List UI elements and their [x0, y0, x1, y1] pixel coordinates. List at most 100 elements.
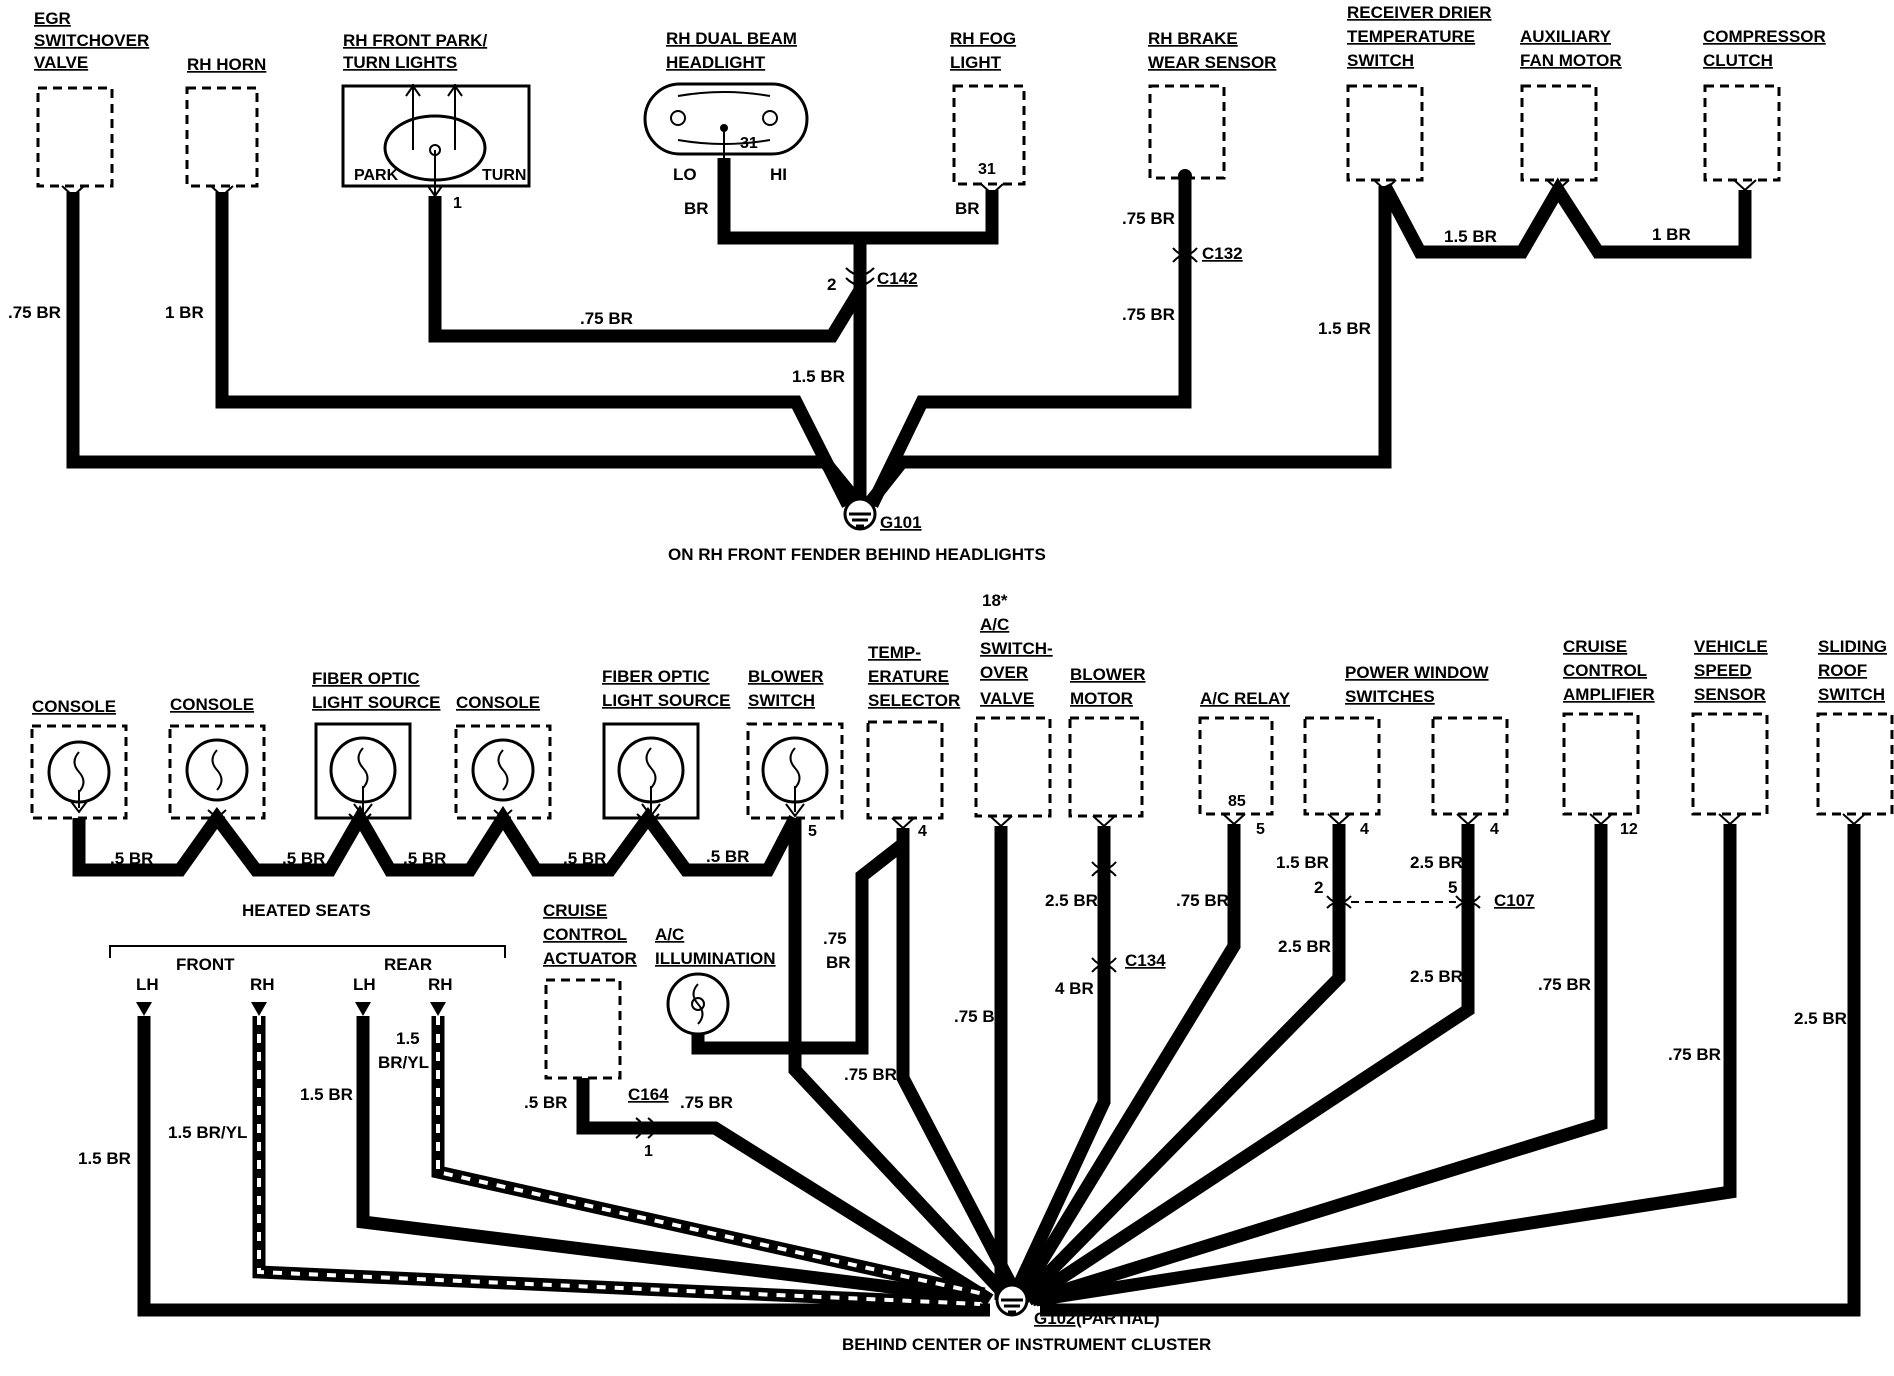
svg-text:SWITCH: SWITCH — [1818, 685, 1885, 704]
svg-text:RH FRONT PARK/: RH FRONT PARK/ — [343, 31, 487, 50]
power-window-switches-label: POWER WINDOW SWITCHES — [1345, 663, 1489, 706]
svg-text:TURN LIGHTS: TURN LIGHTS — [343, 53, 457, 72]
svg-text:ACTUATOR: ACTUATOR — [543, 949, 637, 968]
cruise-amp-wire-label: .75 BR — [1538, 975, 1591, 994]
console2-label: CONSOLE — [170, 695, 254, 714]
g102-location: BEHIND CENTER OF INSTRUMENT CLUSTER — [842, 1335, 1211, 1354]
c107-pin-right: 5 — [1448, 878, 1457, 897]
svg-text:AMPLIFIER: AMPLIFIER — [1563, 685, 1655, 704]
temp-pin: 4 — [918, 823, 927, 840]
cruise-control-amplifier-box — [1562, 712, 1640, 816]
c142-pin: 2 — [827, 275, 836, 294]
headlight-hi-label: HI — [770, 165, 787, 184]
c134-connector — [1091, 861, 1117, 973]
c164-connector — [635, 1117, 656, 1139]
svg-text:VALVE: VALVE — [980, 689, 1034, 708]
compressor-clutch-label: COMPRESSOR CLUTCH — [1703, 27, 1826, 70]
receiver-drier-temperature-switch-label: RECEIVER DRIER TEMPERATURE SWITCH — [1347, 3, 1492, 70]
svg-text:ILLUMINATION: ILLUMINATION — [655, 949, 776, 968]
svg-text:POWER WINDOW: POWER WINDOW — [1345, 663, 1489, 682]
egr-wire-label: .75 BR — [8, 303, 61, 322]
rh-front-park-turn-lights-box — [341, 84, 531, 198]
temperature-selector-label: TEMP- ERATURE SELECTOR — [868, 643, 960, 710]
svg-text:VEHICLE: VEHICLE — [1694, 637, 1768, 656]
svg-text:SLIDING: SLIDING — [1818, 637, 1887, 656]
c134-label: C134 — [1125, 951, 1166, 970]
power-window-switch-1-box — [1303, 716, 1381, 816]
c164-pin: 1 — [644, 1143, 653, 1160]
heated-seats-front-label: FRONT — [176, 955, 235, 974]
rh-horn-label: RH HORN — [187, 55, 266, 74]
blower-switch-pin: 5 — [808, 823, 817, 840]
top-pin-marks — [61, 169, 1757, 198]
ac-switchover-note: 18* — [982, 591, 1008, 610]
svg-text:RH BRAKE: RH BRAKE — [1148, 29, 1238, 48]
park-pin: 1 — [453, 195, 462, 212]
blower-lower-wire-label: 4 BR — [1055, 979, 1094, 998]
blower-motor-label: BLOWER MOTOR — [1070, 665, 1146, 708]
seat-front-lh-label: LH — [136, 975, 159, 994]
cruise-control-amplifier-label: CRUISE CONTROL AMPLIFIER — [1563, 637, 1655, 704]
ac-switch-wire-label: .75 BR — [954, 1007, 1007, 1026]
svg-text:CONTROL: CONTROL — [543, 925, 627, 944]
g102-suffix: (PARTIAL) — [1076, 1309, 1160, 1328]
svg-text:CRUISE: CRUISE — [1563, 637, 1627, 656]
seat-front-rh-wire-label: 1.5 BR/YL — [168, 1123, 247, 1142]
svg-text:RH FOG: RH FOG — [950, 29, 1016, 48]
power-window-switch-2-box — [1431, 716, 1509, 816]
rh-fog-light-box — [952, 84, 1026, 186]
svg-text:BLOWER: BLOWER — [1070, 665, 1146, 684]
heated-seats-bracket — [109, 945, 506, 958]
svg-text:RECEIVER DRIER: RECEIVER DRIER — [1347, 3, 1492, 22]
c142-label: C142 — [877, 269, 918, 288]
console1-label: CONSOLE — [32, 697, 116, 716]
vehicle-speed-sensor-label: VEHICLE SPEED SENSOR — [1694, 637, 1768, 704]
headlight-pin: 31 — [740, 135, 758, 152]
pw2-upper-wire-label: 2.5 BR — [1410, 853, 1463, 872]
c132-connector — [1172, 247, 1198, 263]
g102-label: G102 — [1034, 1309, 1076, 1328]
svg-text:A/C: A/C — [655, 925, 684, 944]
console-link-4-label: .5 BR — [563, 849, 606, 868]
svg-text:SWITCH-: SWITCH- — [980, 639, 1053, 658]
g101-ground-symbol — [843, 497, 877, 531]
svg-text:FAN MOTOR: FAN MOTOR — [1520, 51, 1622, 70]
pw2-lower-wire-label: 2.5 BR — [1410, 967, 1463, 986]
vss-wire-label: .75 BR — [1668, 1045, 1721, 1064]
c107-connector — [1326, 895, 1481, 909]
seat-rear-rh-wire-label-b: BR/YL — [378, 1053, 429, 1072]
pw1-pin: 4 — [1360, 821, 1369, 838]
auxiliary-fan-motor-label: AUXILIARY FAN MOTOR — [1520, 27, 1622, 70]
cruise-amp-pin: 12 — [1620, 821, 1638, 838]
horn-wire-label: 1 BR — [165, 303, 204, 322]
compressor-clutch-box — [1703, 84, 1781, 182]
ac-relay-box — [1198, 716, 1274, 816]
blower-switch-label: BLOWER SWITCH — [748, 667, 824, 710]
sliding-roof-switch-box — [1816, 712, 1894, 816]
vehicle-speed-sensor-box — [1691, 712, 1769, 816]
compressor-wire-label: 1 BR — [1652, 225, 1691, 244]
svg-text:SELECTOR: SELECTOR — [868, 691, 960, 710]
c164-label: C164 — [628, 1085, 669, 1104]
auxiliary-fan-motor-box — [1520, 84, 1598, 182]
svg-text:COMPRESSOR: COMPRESSOR — [1703, 27, 1826, 46]
c132-label: C132 — [1202, 244, 1243, 263]
ac-relay-inner-85: 85 — [1228, 793, 1246, 810]
svg-text:SWITCHES: SWITCHES — [1345, 687, 1435, 706]
seat-rear-rh-wire-label-a: 1.5 — [396, 1029, 420, 1048]
rh-fog-light-label: RH FOG LIGHT — [950, 29, 1016, 72]
brake-lower-wire-label: .75 BR — [1122, 305, 1175, 324]
rh-brake-wear-sensor-label: RH BRAKE WEAR SENSOR — [1148, 29, 1276, 72]
sunroof-wire-label: 2.5 BR — [1794, 1009, 1847, 1028]
temp-lower-wire-label: .75 BR — [844, 1065, 897, 1084]
egr-switchover-valve-box — [36, 86, 114, 188]
temp-wire-label-a: .75 — [823, 929, 847, 948]
seat-rear-rh-label: RH — [428, 975, 453, 994]
seat-rear-lh-label: LH — [353, 975, 376, 994]
fog-pin: 31 — [978, 161, 996, 178]
svg-text:CONTROL: CONTROL — [1563, 661, 1647, 680]
rh-dual-beam-headlight-label: RH DUAL BEAM HEADLIGHT — [666, 29, 797, 72]
seat-terminal-arrows — [136, 1002, 446, 1016]
blower-upper-wire-label: 2.5 BR — [1045, 891, 1098, 910]
console-link-1-label: .5 BR — [110, 849, 153, 868]
